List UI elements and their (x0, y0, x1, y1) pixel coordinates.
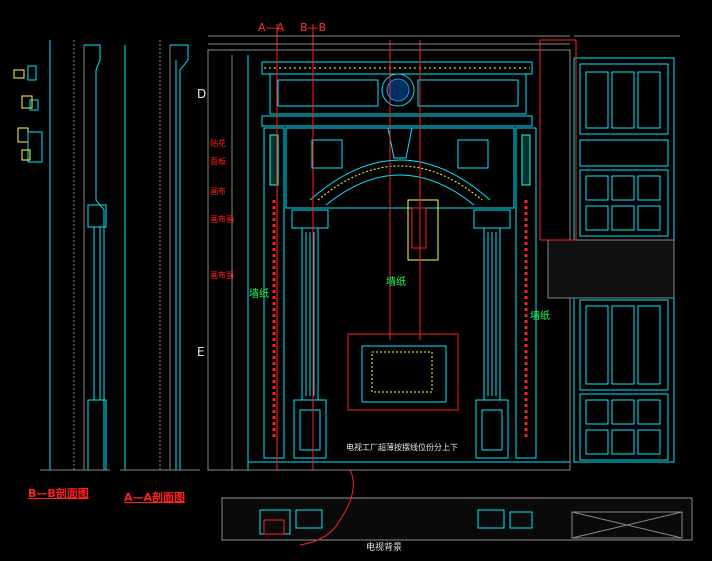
cut-b-label: B—B (300, 21, 327, 34)
callout-2: 面板 (210, 157, 226, 166)
section-b-b (40, 40, 110, 471)
tv-note: 电视工厂超薄按摆线位份分上下 (346, 443, 458, 452)
cut-a-label: A—A (258, 21, 285, 34)
level-marker-d: D (197, 87, 207, 101)
cabinet-elevation (539, 35, 680, 463)
level-marker-e: E (197, 345, 205, 359)
floor-plan-strip (221, 469, 693, 546)
callout-3: 画布 (210, 187, 226, 196)
detail-symbols (13, 65, 43, 163)
main-elevation (207, 24, 571, 471)
callout-1: 贴花 (210, 139, 226, 148)
callout-4: 画布画 (210, 215, 234, 224)
wallpaper-label-right: 墙纸 (530, 311, 550, 322)
wallpaper-label-center: 墙纸 (386, 277, 406, 288)
section-a-a-title: A—A剖面图 (124, 491, 186, 504)
drawing-title: 电视背景 (366, 543, 403, 553)
section-b-b-title: B—B剖面图 (28, 487, 89, 500)
wallpaper-label-left: 墙纸 (249, 289, 269, 300)
section-a-a (120, 40, 200, 471)
callout-5: 画布面 (210, 271, 234, 280)
